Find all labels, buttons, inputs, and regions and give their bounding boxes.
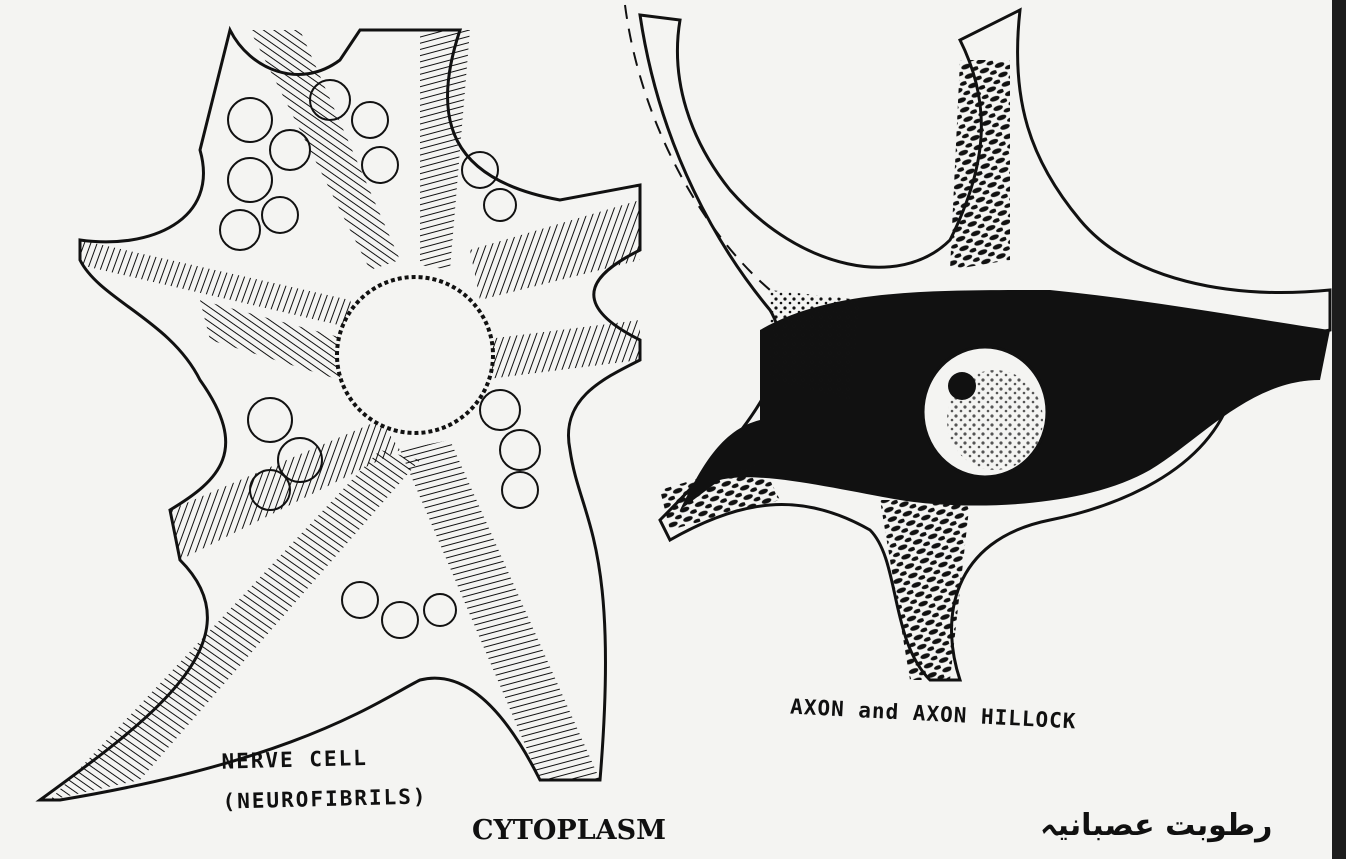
nerve-cell-caption-line2: (NEUROFIBRILS) (222, 776, 428, 821)
urdu-caption: رطوبت عصبانیہ (1040, 808, 1272, 843)
page-edge-shadow (1332, 0, 1346, 859)
nerve-cell-drawing (40, 30, 640, 800)
nerve-cell-caption-line1: NERVE CELL (221, 736, 427, 781)
nerve-cell-caption: NERVE CELL (NEUROFIBRILS) (221, 736, 428, 821)
nucleolus (948, 372, 976, 400)
cytoplasm-caption: CYTOPLASM (472, 815, 666, 846)
axon-hillock-drawing (625, 5, 1330, 680)
nucleus (337, 277, 493, 433)
